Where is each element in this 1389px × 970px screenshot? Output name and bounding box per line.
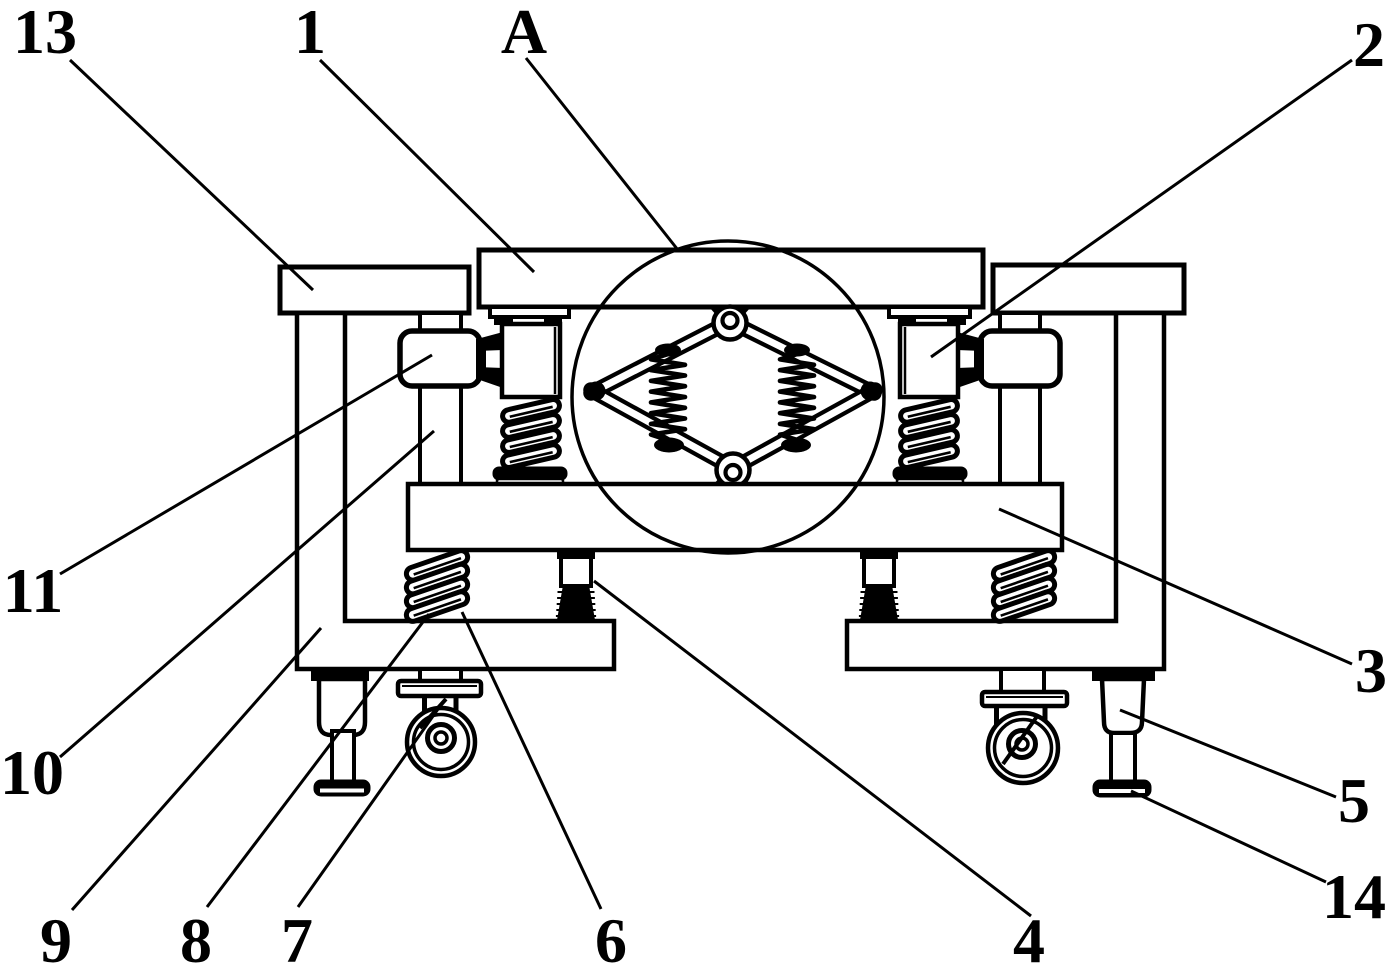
- svg-text:5: 5: [1338, 765, 1370, 836]
- svg-text:A: A: [501, 0, 547, 67]
- svg-text:8: 8: [180, 905, 212, 965]
- svg-text:4: 4: [1013, 905, 1045, 965]
- svg-text:6: 6: [595, 905, 627, 965]
- svg-text:3: 3: [1355, 635, 1387, 706]
- svg-text:13: 13: [13, 0, 77, 67]
- svg-text:14: 14: [1322, 861, 1386, 932]
- svg-text:9: 9: [40, 905, 72, 965]
- svg-text:10: 10: [0, 737, 64, 808]
- svg-text:7: 7: [281, 905, 313, 965]
- svg-text:2: 2: [1353, 9, 1385, 80]
- svg-text:1: 1: [294, 0, 326, 67]
- svg-text:11: 11: [3, 555, 63, 626]
